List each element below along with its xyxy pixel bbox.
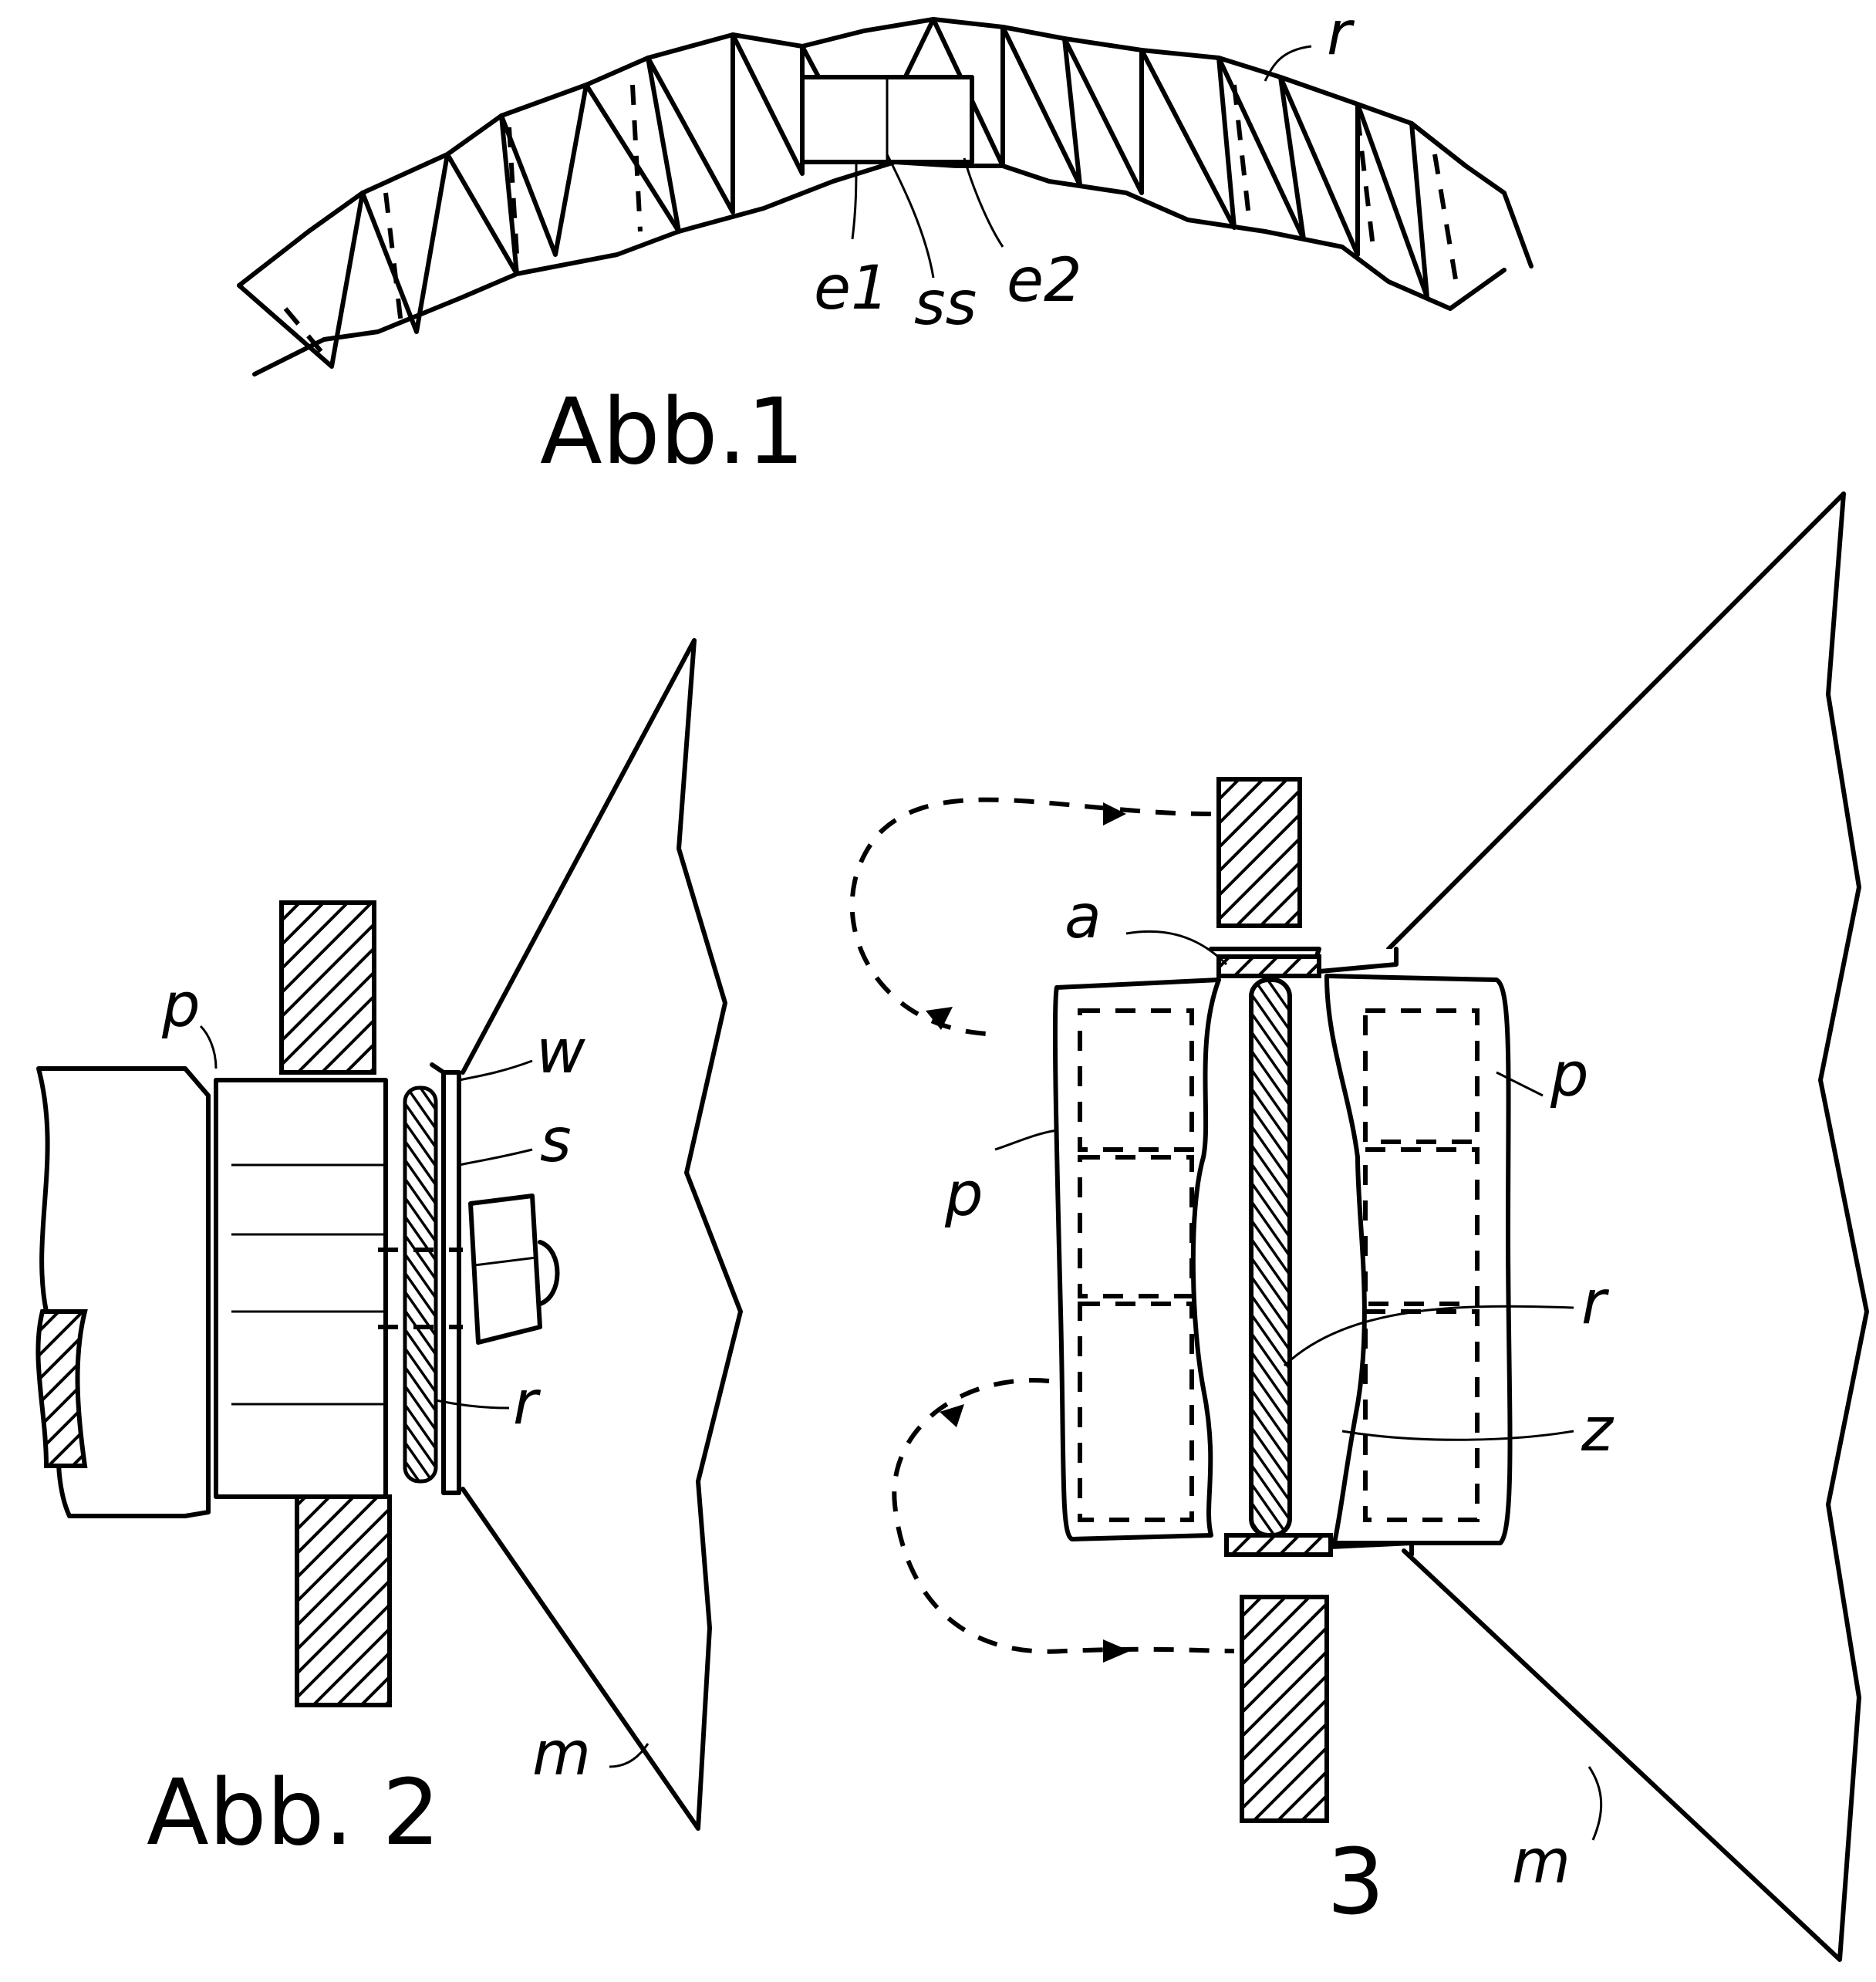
fig1-hidden-edges [283,307,326,356]
fig1-hidden-edge [1232,84,1252,225]
fig3-cone [1386,491,1869,1962]
fig2-cone [461,638,743,1831]
fig3-label-m: m [1512,1828,1571,1897]
fig3-magnet-dashed [1078,1155,1194,1298]
fig1-leader-e2 [963,157,1004,248]
fig1-leader-ss [886,154,935,279]
fig1-label-r: r [1327,0,1355,69]
fig1-leader-r [1264,45,1312,82]
fig3-label-p-left: p [944,1160,984,1230]
fig3-label-r: r [1581,1268,1610,1338]
fig1-leader-e1 [851,161,858,240]
fig1-label-e1: e1 [814,254,889,323]
fig2-label-r: r [513,1369,542,1438]
fig3-clamp-a [1216,954,1321,978]
fig2-bolt-end [538,1240,560,1306]
fig2-leader-p [199,1025,218,1069]
fig1-label-ss: ss [914,269,977,339]
fig2-leader-s [458,1148,533,1167]
fig2-nut-face [474,1256,537,1267]
fig2-caption: Abb. 2 [147,1759,440,1866]
fig2-label-p: p [161,971,201,1041]
fig3-leader-a [1125,930,1228,966]
fig3-leader-z [1341,1430,1574,1441]
fig2-washer-tip [430,1062,446,1075]
fig2-leader-r [435,1399,510,1410]
fig3-caption: 3 [1327,1828,1385,1935]
fig1-hidden-edge [1355,115,1375,248]
fig3-wall-lower [1240,1595,1329,1823]
fig3-leader-p-left [994,1129,1058,1151]
fig3-flux-arrow [1103,1639,1130,1663]
fig2-label-w: w [536,1018,585,1087]
fig3-flux-path-lower [892,1378,1235,1654]
fig2-leader-w [458,1059,533,1082]
fig2-shaft-section [35,1309,88,1468]
fig3-pole-left [1052,977,1221,1541]
fig2-leader-m [609,1743,650,1768]
fig3-label-p-right: p [1550,1041,1589,1110]
fig3-wall-upper [1216,777,1302,928]
fig2-label-s: s [540,1106,572,1176]
fig3-flux-arrow [1103,802,1126,826]
fig1-hidden-edge [383,192,403,325]
fig2-spring-r [403,1086,438,1484]
fig3-assembly [849,491,1869,1962]
fig1-hidden-edge [630,84,643,232]
fig2-sleeve-p [214,1078,388,1499]
fig3-flux-arrow [940,1404,964,1427]
fig2-wall-upper [279,900,376,1075]
fig3-leader-m [1588,1766,1603,1841]
fig1-label-e2: e2 [1007,246,1082,316]
fig3-leader-p-right [1496,1071,1544,1097]
fig3-magnet-dashed [1078,1008,1194,1152]
fig3-clamp-bottom [1224,1533,1333,1557]
fig2-assembly [35,638,743,1831]
fig3-magnet-dashed [1078,1302,1194,1522]
fig3-leader-r [1283,1305,1574,1367]
fig3-pole-right [1324,974,1513,1545]
fig1-hidden-edge [1432,154,1460,294]
fig3-label-z: z [1581,1396,1615,1465]
fig1-caption: Abb.1 [540,378,805,485]
fig2-washer [441,1070,461,1495]
fig3-spring-r [1249,977,1292,1538]
fig3-magnet-dashed [1363,1147,1480,1306]
fig3-magnet-dashed [1363,1309,1480,1522]
fig2-nut [468,1194,542,1345]
fig3-flux-arrow [926,1007,953,1030]
fig3-magnet-dashed [1363,1008,1480,1144]
fig2-wall-lower [295,1494,392,1707]
fig3-label-a: a [1065,883,1102,952]
fig2-label-m: m [532,1720,591,1789]
fig1-helix [237,17,1534,376]
